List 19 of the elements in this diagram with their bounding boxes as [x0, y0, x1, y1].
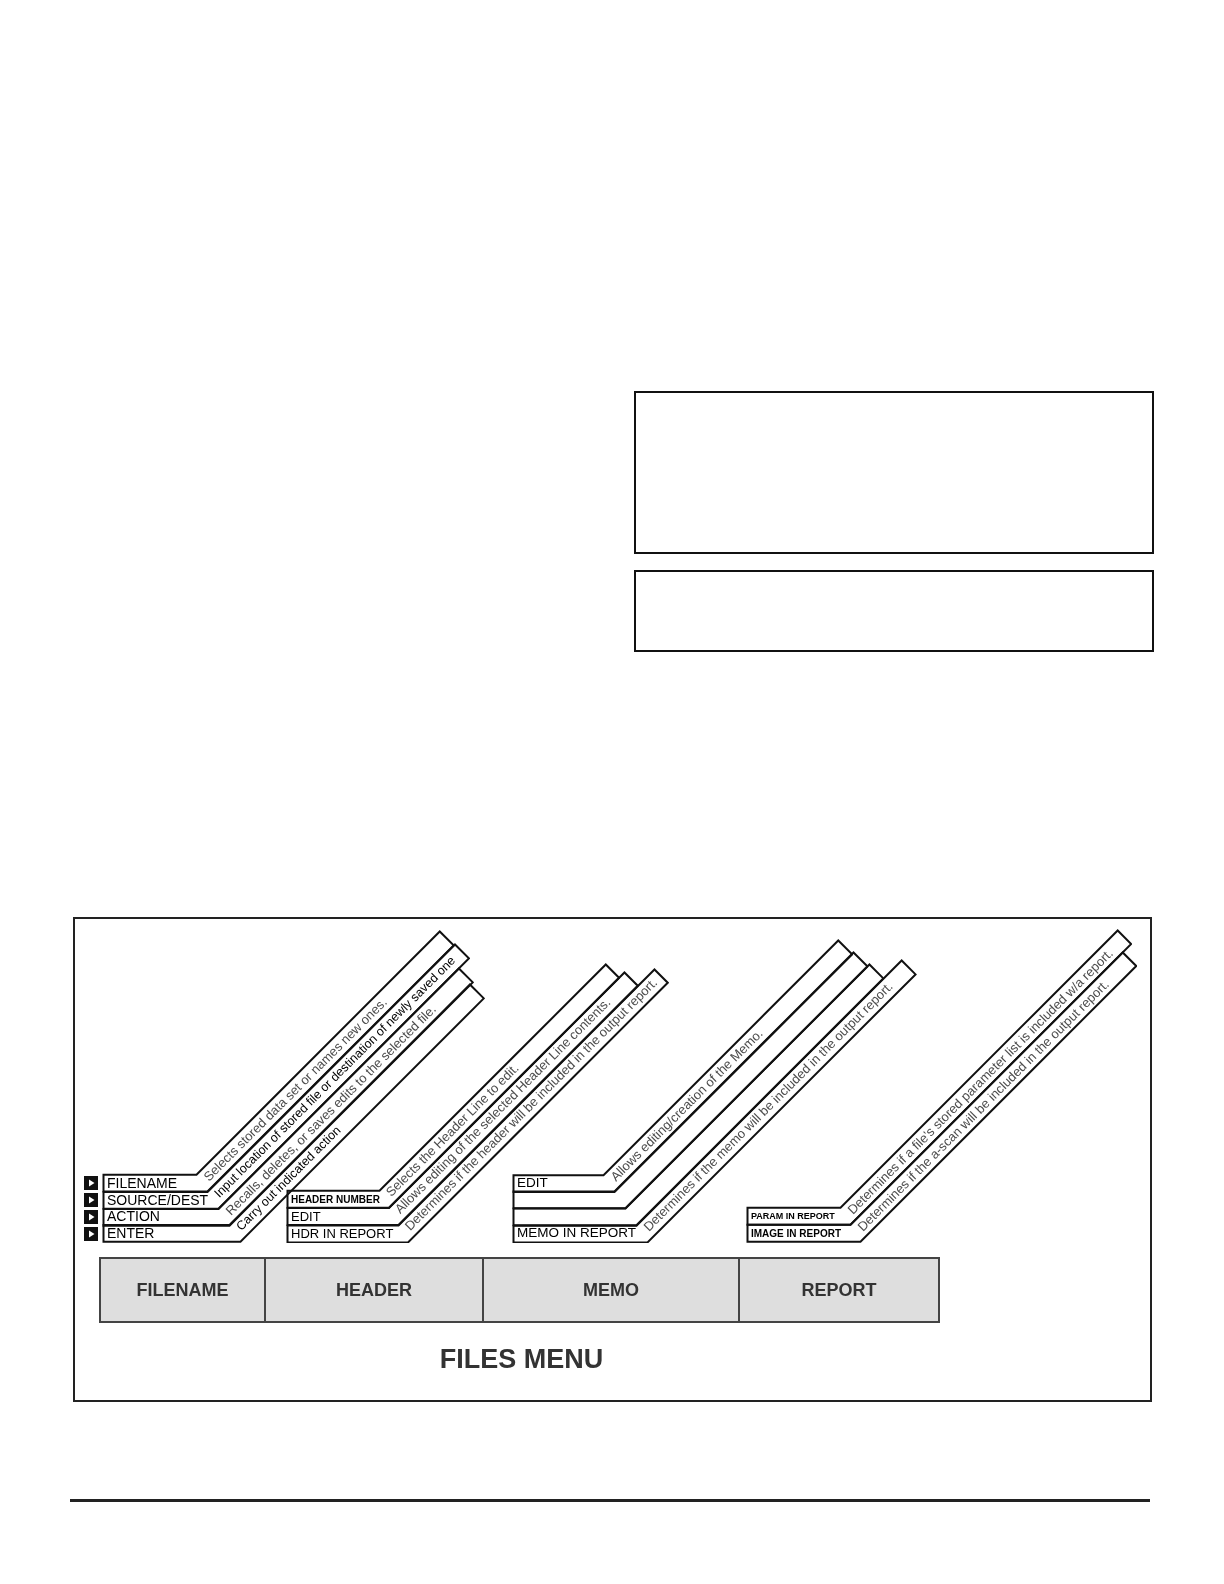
menu-item-label: IMAGE IN REPORT [751, 1227, 841, 1241]
empty-box [634, 570, 1154, 652]
menu-tab: FILENAME [99, 1257, 264, 1323]
menu-item-label: MEMO IN REPORT [517, 1225, 636, 1242]
menu-item-label: EDIT [291, 1208, 321, 1225]
menu-tab: HEADER [264, 1257, 482, 1323]
menu-item-label: SOURCE/DEST [107, 1191, 209, 1209]
diagram-frame [73, 917, 1152, 1402]
menu-tab: MEMO [482, 1257, 738, 1323]
menu-item-label: ACTION [107, 1208, 160, 1226]
menu-item-label: EDIT [517, 1175, 548, 1192]
menu-item-label: HEADER NUMBER [291, 1193, 380, 1207]
menu-item-label: ENTER [107, 1225, 155, 1242]
menu-item-label: PARAM IN REPORT [751, 1210, 835, 1223]
empty-box [634, 391, 1154, 554]
menu-item-label: HDR IN REPORT [291, 1225, 394, 1242]
menu-item-label: FILENAME [107, 1175, 177, 1192]
frame-title: FILES MENU [439, 1343, 604, 1375]
menu-tab: REPORT [738, 1257, 940, 1323]
